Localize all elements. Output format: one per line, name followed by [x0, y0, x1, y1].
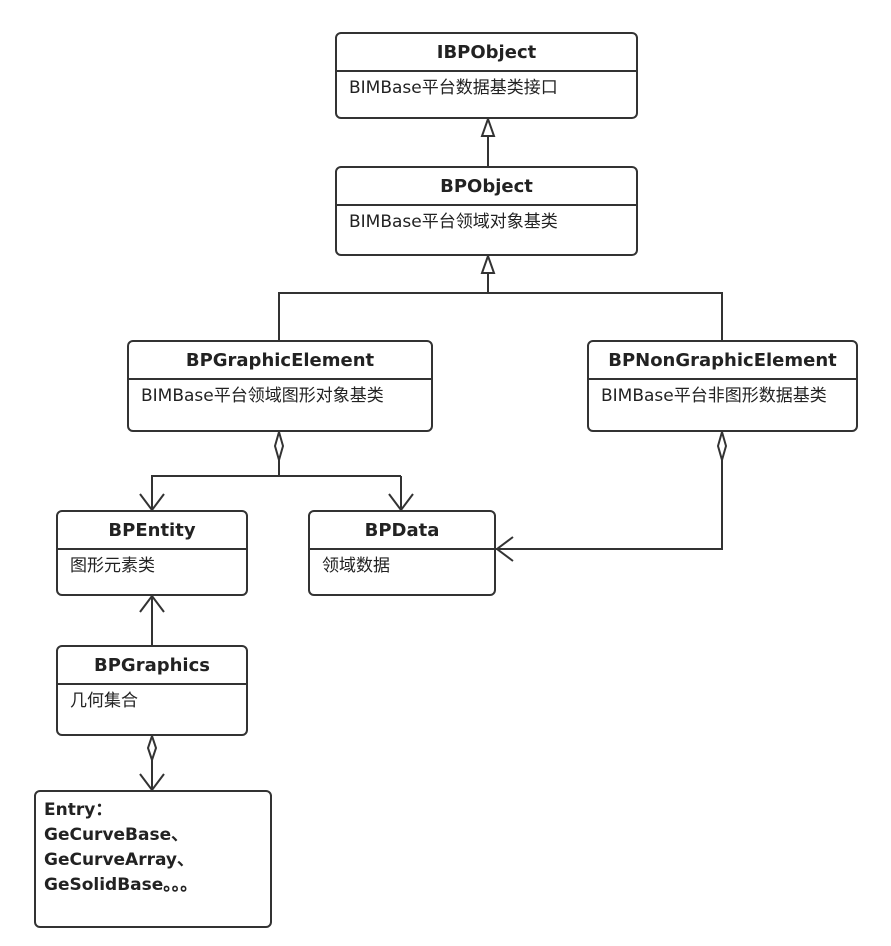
class-title: BPGraphics: [58, 647, 246, 685]
class-title: BPNonGraphicElement: [589, 342, 856, 380]
class-description: BIMBase平台领域对象基类: [349, 212, 558, 232]
edge-inheritance-branches: [278, 292, 723, 340]
class-description: 几何集合: [70, 691, 138, 711]
class-description: 领域数据: [322, 556, 390, 576]
edge-nongraphicelement-to-bpdata: [496, 460, 723, 550]
class-description: BIMBase平台非图形数据基类: [601, 386, 827, 406]
class-title: BPEntity: [58, 512, 246, 550]
open-arrowhead-bpentity-up: [139, 594, 165, 613]
class-description: BIMBase平台数据基类接口: [349, 78, 558, 98]
class-bpobject[interactable]: BPObject BIMBase平台领域对象基类: [335, 166, 638, 256]
inheritance-arrowhead: [480, 115, 496, 137]
class-bpgraphicelement[interactable]: BPGraphicElement BIMBase平台领域图形对象基类: [127, 340, 433, 432]
class-title: BPObject: [337, 168, 636, 206]
inheritance-arrowhead: [480, 252, 496, 274]
aggregation-diamond: [716, 428, 728, 464]
class-title: BPGraphicElement: [129, 342, 431, 380]
class-description: BIMBase平台领域图形对象基类: [141, 386, 384, 406]
class-bpnongraphicelement[interactable]: BPNonGraphicElement BIMBase平台非图形数据基类: [587, 340, 858, 432]
aggregation-diamond: [146, 732, 158, 764]
entry-line-item: GeCurveBase、: [44, 825, 189, 845]
class-description: 图形元素类: [70, 556, 155, 576]
class-bpdata[interactable]: BPData 领域数据: [308, 510, 496, 596]
class-title: IBPObject: [337, 34, 636, 72]
entry-line-item: GeCurveArray、: [44, 850, 195, 870]
class-bpentity[interactable]: BPEntity 图形元素类: [56, 510, 248, 596]
class-ibpobject[interactable]: IBPObject BIMBase平台数据基类接口: [335, 32, 638, 119]
aggregation-diamond: [273, 428, 285, 464]
entry-line-label: Entry：: [44, 800, 113, 820]
class-bpgraphics[interactable]: BPGraphics 几何集合: [56, 645, 248, 736]
edge-graphicelement-aggregation: [151, 460, 280, 510]
open-arrowhead-bpdata-side: [495, 536, 514, 562]
entry-line-item: GeSolidBase。。。: [44, 875, 198, 895]
entry-note[interactable]: Entry： GeCurveBase、 GeCurveArray、 GeSoli…: [34, 790, 272, 928]
class-title: BPData: [310, 512, 494, 550]
